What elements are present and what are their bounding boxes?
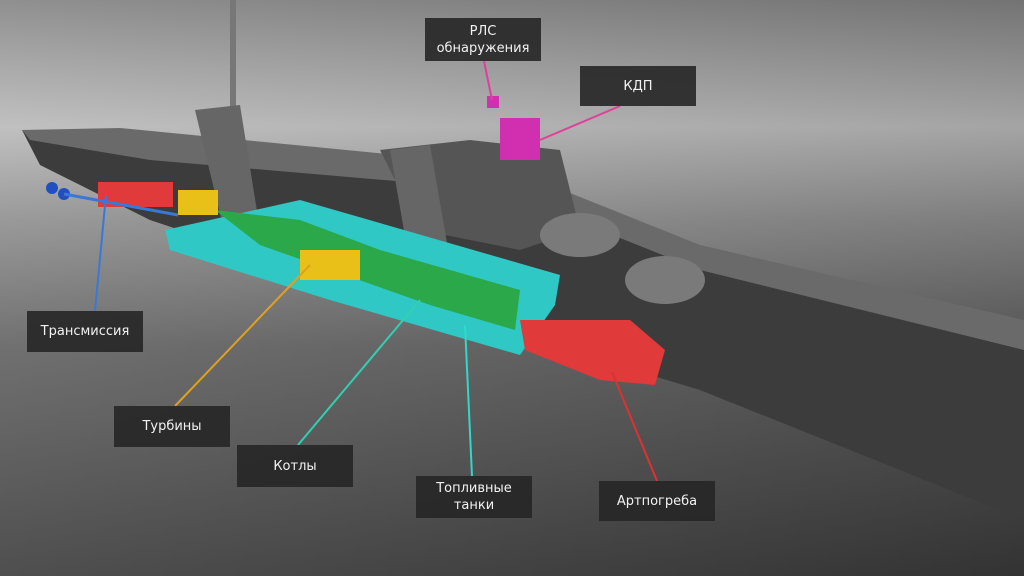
ship-deck <box>22 128 1024 350</box>
leader-line-boilers <box>297 299 421 446</box>
magazines-fwd <box>520 320 665 385</box>
leader-line-turbines <box>174 264 311 407</box>
propeller-shaft <box>63 192 179 217</box>
boilers <box>215 210 520 330</box>
label-boilers: Котлы <box>237 445 353 487</box>
leader-line-magazines <box>611 371 658 482</box>
label-fuel-tanks: Топливные танки <box>416 476 532 518</box>
label-magazines: Артпогреба <box>599 481 715 521</box>
label-turbines: Турбины <box>114 406 230 447</box>
turret <box>625 256 705 304</box>
radar-antenna <box>487 96 499 108</box>
label-fire-control: КДП <box>580 66 696 106</box>
turbines <box>178 190 218 215</box>
leader-line-fuel-tanks <box>464 324 473 477</box>
leader-line-radar <box>483 60 493 101</box>
propeller <box>46 182 58 194</box>
label-transmission: Трансмиссия <box>27 311 143 352</box>
leader-line-fire-control <box>539 105 621 141</box>
leader-line-transmission <box>94 194 107 312</box>
mast <box>230 0 236 150</box>
turret <box>540 213 620 257</box>
funnel <box>195 105 260 235</box>
label-radar: РЛС обнаружения <box>425 18 541 61</box>
fire-control-director <box>500 118 540 160</box>
